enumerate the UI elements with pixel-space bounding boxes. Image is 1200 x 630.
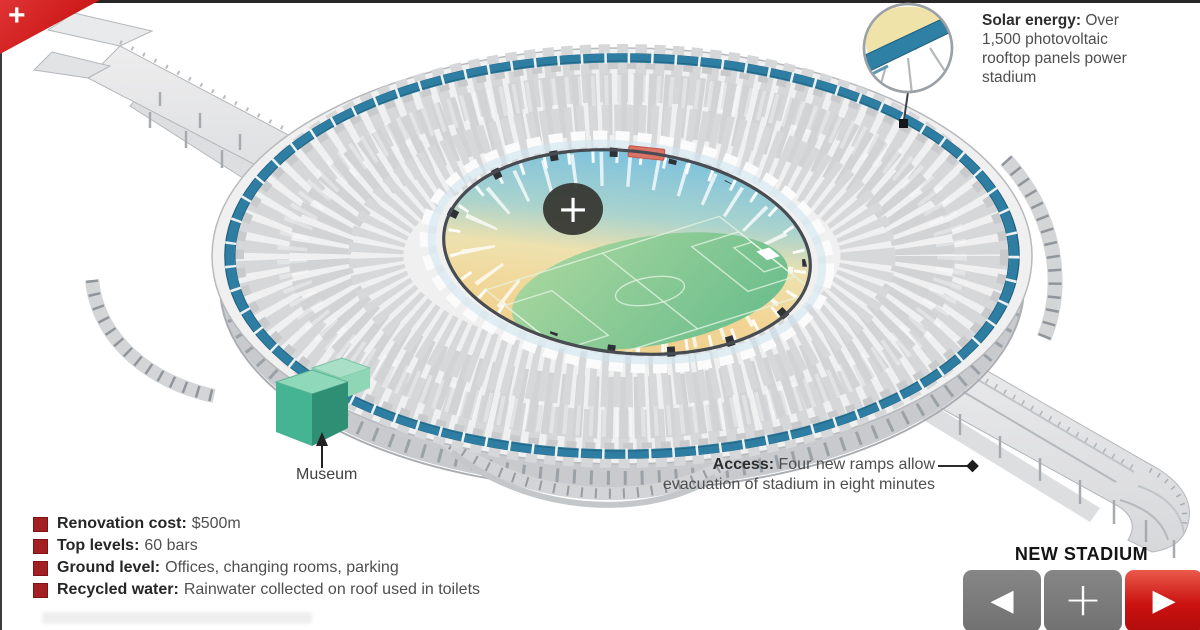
plus-icon: + xyxy=(1063,572,1103,626)
solar-annotation: Solar energy: Over 1,500 photovoltaic ro… xyxy=(982,12,1127,86)
pitch xyxy=(469,208,831,374)
prev-button[interactable]: ◀ xyxy=(963,570,1041,630)
red-square-bullet xyxy=(33,560,48,576)
center-plus-marker[interactable]: + xyxy=(543,183,603,235)
museum-box xyxy=(274,357,372,446)
expand-button[interactable]: + xyxy=(1044,570,1122,630)
goal-marker xyxy=(756,247,780,261)
red-square-bullet xyxy=(33,516,48,532)
next-arrow-icon: ▶ xyxy=(1152,583,1176,618)
red-square-bullet xyxy=(33,538,48,554)
slide-title: NEW STADIUM xyxy=(1014,544,1149,564)
fact-ground-level: Ground level:Offices, changing rooms, pa… xyxy=(33,557,480,579)
solar-inset xyxy=(862,2,954,128)
slide-nav: ◀ + ▶ xyxy=(963,570,1200,630)
museum-pointer xyxy=(316,432,328,468)
fact-renovation-cost: Renovation cost:$500m xyxy=(33,513,480,535)
access-pointer xyxy=(938,459,979,473)
left-tier-structure xyxy=(85,279,216,403)
solar-label: Solar energy: xyxy=(982,12,1082,29)
bowl-rim xyxy=(442,145,812,356)
access-annotation: Access: Four new ramps allow evacuation … xyxy=(662,456,935,493)
right-tier-structure xyxy=(1000,154,1063,341)
top-border xyxy=(0,0,1200,3)
red-square-bullet xyxy=(33,582,48,598)
access-label: Access: xyxy=(712,456,775,473)
artifact-ghost-text xyxy=(42,612,312,624)
left-border xyxy=(0,0,2,630)
fact-top-levels: Top levels:60 bars xyxy=(33,535,480,557)
fact-recycled-water: Recycled water:Rainwater collected on ro… xyxy=(33,579,480,601)
corner-plus-icon: + xyxy=(8,0,26,32)
facts-list: Renovation cost:$500m Top levels:60 bars… xyxy=(33,513,480,601)
museum-label: Museum xyxy=(296,466,358,483)
svg-text:+: + xyxy=(557,187,589,231)
next-button[interactable]: ▶ xyxy=(1125,570,1200,630)
prev-arrow-icon: ◀ xyxy=(990,583,1014,618)
